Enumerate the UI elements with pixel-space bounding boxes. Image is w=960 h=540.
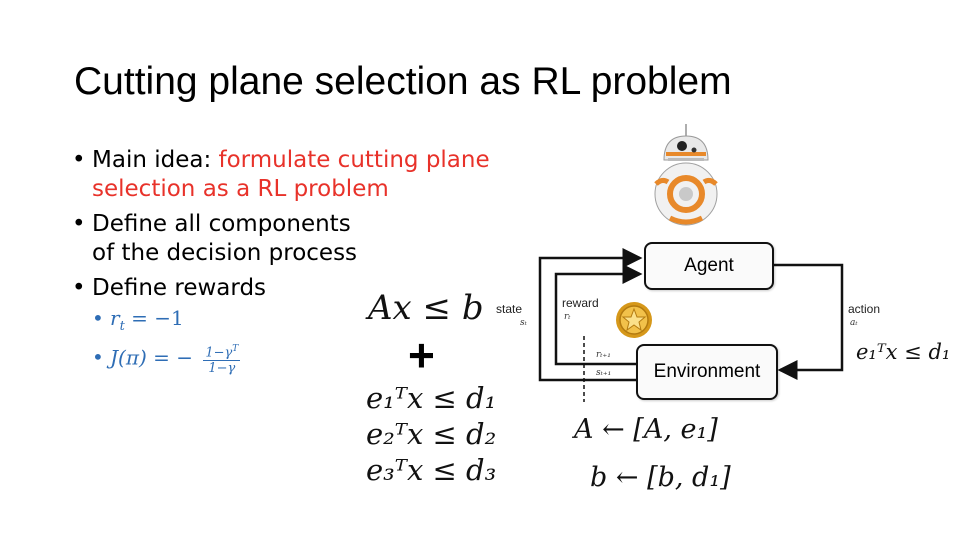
main-idea-highlight-1: formulate cutting plane: [218, 147, 490, 173]
objective-fraction: 1−γT 1−γ: [203, 342, 241, 377]
cut-1: e₁ᵀx ≤ d₁: [366, 381, 497, 415]
rewards-label: Define rewards: [92, 275, 267, 301]
environment-box: Environment: [636, 344, 778, 400]
objective-num: 1−γ: [205, 345, 233, 361]
reward-arrow: [554, 264, 643, 366]
state-arrow: [538, 248, 643, 382]
reward-sub: rₜ: [564, 312, 571, 322]
objective-lhs: J(π) = −: [110, 345, 193, 370]
bullet-components: Define all components of the decision pr…: [70, 210, 540, 268]
objective-num-sup: T: [232, 344, 239, 354]
update-b: b ← [b, d₁]: [590, 462, 731, 493]
agent-label: Agent: [684, 255, 734, 276]
next-state: sₜ₊₁: [596, 368, 612, 378]
bullet-rewards: Define rewards: [70, 274, 540, 303]
reward-label: reward: [562, 296, 599, 310]
environment-label: Environment: [653, 361, 761, 382]
plus-sign: +: [408, 329, 435, 381]
action-cut: e₁ᵀx ≤ d₁: [856, 340, 951, 364]
cut-3: e₃ᵀx ≤ d₃: [366, 453, 497, 487]
agent-box: Agent: [644, 242, 774, 290]
bullet-main-idea: Main idea: formulate cutting plane selec…: [70, 146, 540, 204]
constraint-main: Ax ≤ b: [368, 288, 484, 328]
slide-title: Cutting plane selection as RL problem: [74, 60, 732, 103]
components-line-1: Define all components: [92, 211, 351, 237]
cut-list: e₁ᵀx ≤ d₁ e₂ᵀx ≤ d₂ e₃ᵀx ≤ d₃: [366, 380, 496, 488]
action-sub: aₜ: [850, 318, 858, 328]
coin-icon: [616, 302, 652, 338]
sub-bullet-objective: J(π) = − 1−γT 1−γ: [70, 342, 540, 376]
state-sub: sₜ: [520, 318, 527, 328]
action-label: action: [848, 302, 881, 316]
reward-eq-sub: t: [119, 319, 125, 334]
cut-2: e₂ᵀx ≤ d₂: [366, 417, 497, 451]
action-arrow: [772, 263, 844, 380]
robot-icon: [654, 124, 718, 226]
next-reward: rₜ₊₁: [596, 350, 611, 360]
main-idea-label: Main idea:: [92, 147, 212, 173]
state-label: state: [496, 302, 523, 316]
bullet-list: Main idea: formulate cutting plane selec…: [70, 146, 540, 376]
reward-eq-lhs: r: [110, 306, 120, 330]
reward-eq-rhs: = −1: [124, 306, 184, 330]
update-a: A ← [A, e₁]: [574, 414, 718, 445]
components-line-2: of the decision process: [92, 240, 358, 266]
main-idea-highlight-2: selection as a RL problem: [92, 176, 389, 202]
objective-den: 1−γ: [208, 361, 236, 377]
sub-bullet-reward: rt = −1: [70, 303, 540, 342]
